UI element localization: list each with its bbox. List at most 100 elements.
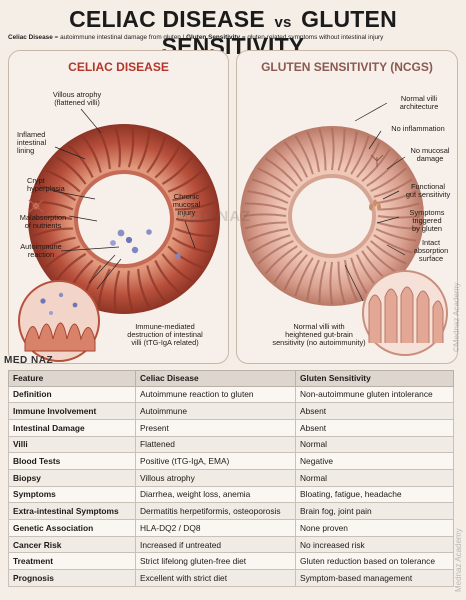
cell-feature: Symptoms [8, 485, 136, 504]
mucosal-fold [137, 268, 151, 309]
cell-feature: Immune Involvement [8, 402, 136, 420]
cell-gluten: Gluten reduction based on tolerance [295, 552, 454, 571]
brand-logo-text: MED NAZ [4, 355, 54, 366]
cell-feature: Intestinal Damage [8, 418, 136, 437]
watermark-center: MED NAZ [176, 208, 252, 225]
title-celiac: CELIAC DISEASE [69, 6, 265, 32]
immune-cells [110, 229, 181, 259]
mucosal-fold [55, 253, 87, 282]
cell-celiac: Present [135, 418, 296, 437]
mucosal-fold [33, 200, 74, 211]
cell-feature: Treatment [8, 552, 136, 571]
mucosal-fold [283, 141, 309, 178]
mucosal-fold [283, 254, 308, 291]
header-gluten: Gluten Sensitivity [295, 370, 454, 387]
mucosal-fold [377, 202, 420, 211]
mucosal-fold [247, 228, 289, 242]
mucosal-fold [337, 128, 346, 171]
cell-feature: Cancer Risk [8, 535, 136, 554]
mucosal-fold [294, 135, 314, 175]
cell-gluten: Brain fog, joint pain [295, 502, 454, 520]
comparison-table: Feature Celiac Disease Gluten Sensitivit… [8, 370, 454, 587]
mucosal-fold [329, 261, 333, 305]
mucosal-fold [137, 130, 151, 170]
cell-celiac: Autoimmune [135, 402, 296, 420]
mucosal-fold [37, 236, 76, 254]
mucosal-fold [45, 245, 81, 269]
celiac-panel-title: CELIAC DISEASE [68, 60, 169, 74]
mucosal-fold [161, 253, 193, 282]
mucosal-fold [161, 156, 193, 185]
mucosal-fold [244, 221, 287, 230]
mucosal-fold [172, 184, 211, 202]
mucosal-fold [370, 240, 407, 265]
mucosal-fold [33, 227, 73, 237]
mucosal-fold [344, 131, 358, 173]
mucosal-fold [344, 259, 358, 301]
cell-gluten: Normal [295, 435, 454, 454]
ncgs-magnified-villi [344, 264, 448, 356]
mucosal-fold [370, 167, 407, 193]
cell-gluten: Absent [295, 402, 454, 420]
cell-gluten: No increased risk [295, 535, 454, 554]
mucosal-fold [146, 265, 166, 303]
ncgs-ring [240, 126, 424, 306]
cell-gluten: Bloating, fatigue, headache [295, 485, 454, 504]
cell-gluten: Non-autoimmune gluten intolerance [295, 385, 454, 404]
subtitle-celiac-term: Celiac Disease [8, 34, 53, 41]
mucosal-fold [167, 245, 203, 269]
mucosal-fold [31, 215, 73, 221]
mucosal-fold [244, 202, 287, 211]
cell-celiac: Strict lifelong gluten-free diet [135, 552, 296, 571]
mucosal-fold [377, 215, 421, 219]
mucosal-fold [251, 178, 291, 198]
plant-icon [370, 154, 384, 167]
label-no-inflammation: No inflammation [391, 124, 445, 133]
leader-lines [354, 102, 406, 256]
cell-feature: Blood Tests [8, 452, 136, 470]
header-feature: Feature [8, 370, 136, 387]
mucosal-fold [375, 190, 417, 204]
mucosal-fold [264, 157, 298, 187]
mucosal-fold [337, 261, 346, 304]
mucosal-fold [251, 234, 291, 254]
subtitle-separator: | [180, 34, 187, 41]
mucosal-fold [306, 259, 320, 301]
cell-celiac: Autoimmune reaction to gluten [135, 385, 296, 404]
mucosal-fold [38, 184, 77, 202]
label-villous-atrophy: Villous atrophy(flattened villi) [52, 90, 102, 108]
mucosal-fold [154, 145, 181, 179]
mucosal-fold [113, 270, 121, 311]
mucosal-fold [294, 257, 314, 297]
ncgs-intestine-illustration [240, 102, 448, 356]
cell-gluten: Negative [295, 452, 454, 470]
mucosal-fold [243, 213, 287, 217]
celiac-magnified-villi [18, 254, 116, 362]
mucosal-fold [247, 190, 289, 204]
mucosal-fold [67, 144, 94, 178]
cell-feature: Villi [8, 435, 136, 454]
mucosal-fold [373, 234, 413, 254]
mucosal-fold [350, 135, 370, 175]
cell-feature: Definition [8, 385, 136, 404]
mucosal-fold [174, 227, 215, 238]
cell-feature: Biopsy [8, 468, 136, 487]
mucosal-fold [264, 245, 298, 275]
mucosal-fold [175, 217, 217, 223]
header-celiac: Celiac Disease [135, 370, 296, 387]
